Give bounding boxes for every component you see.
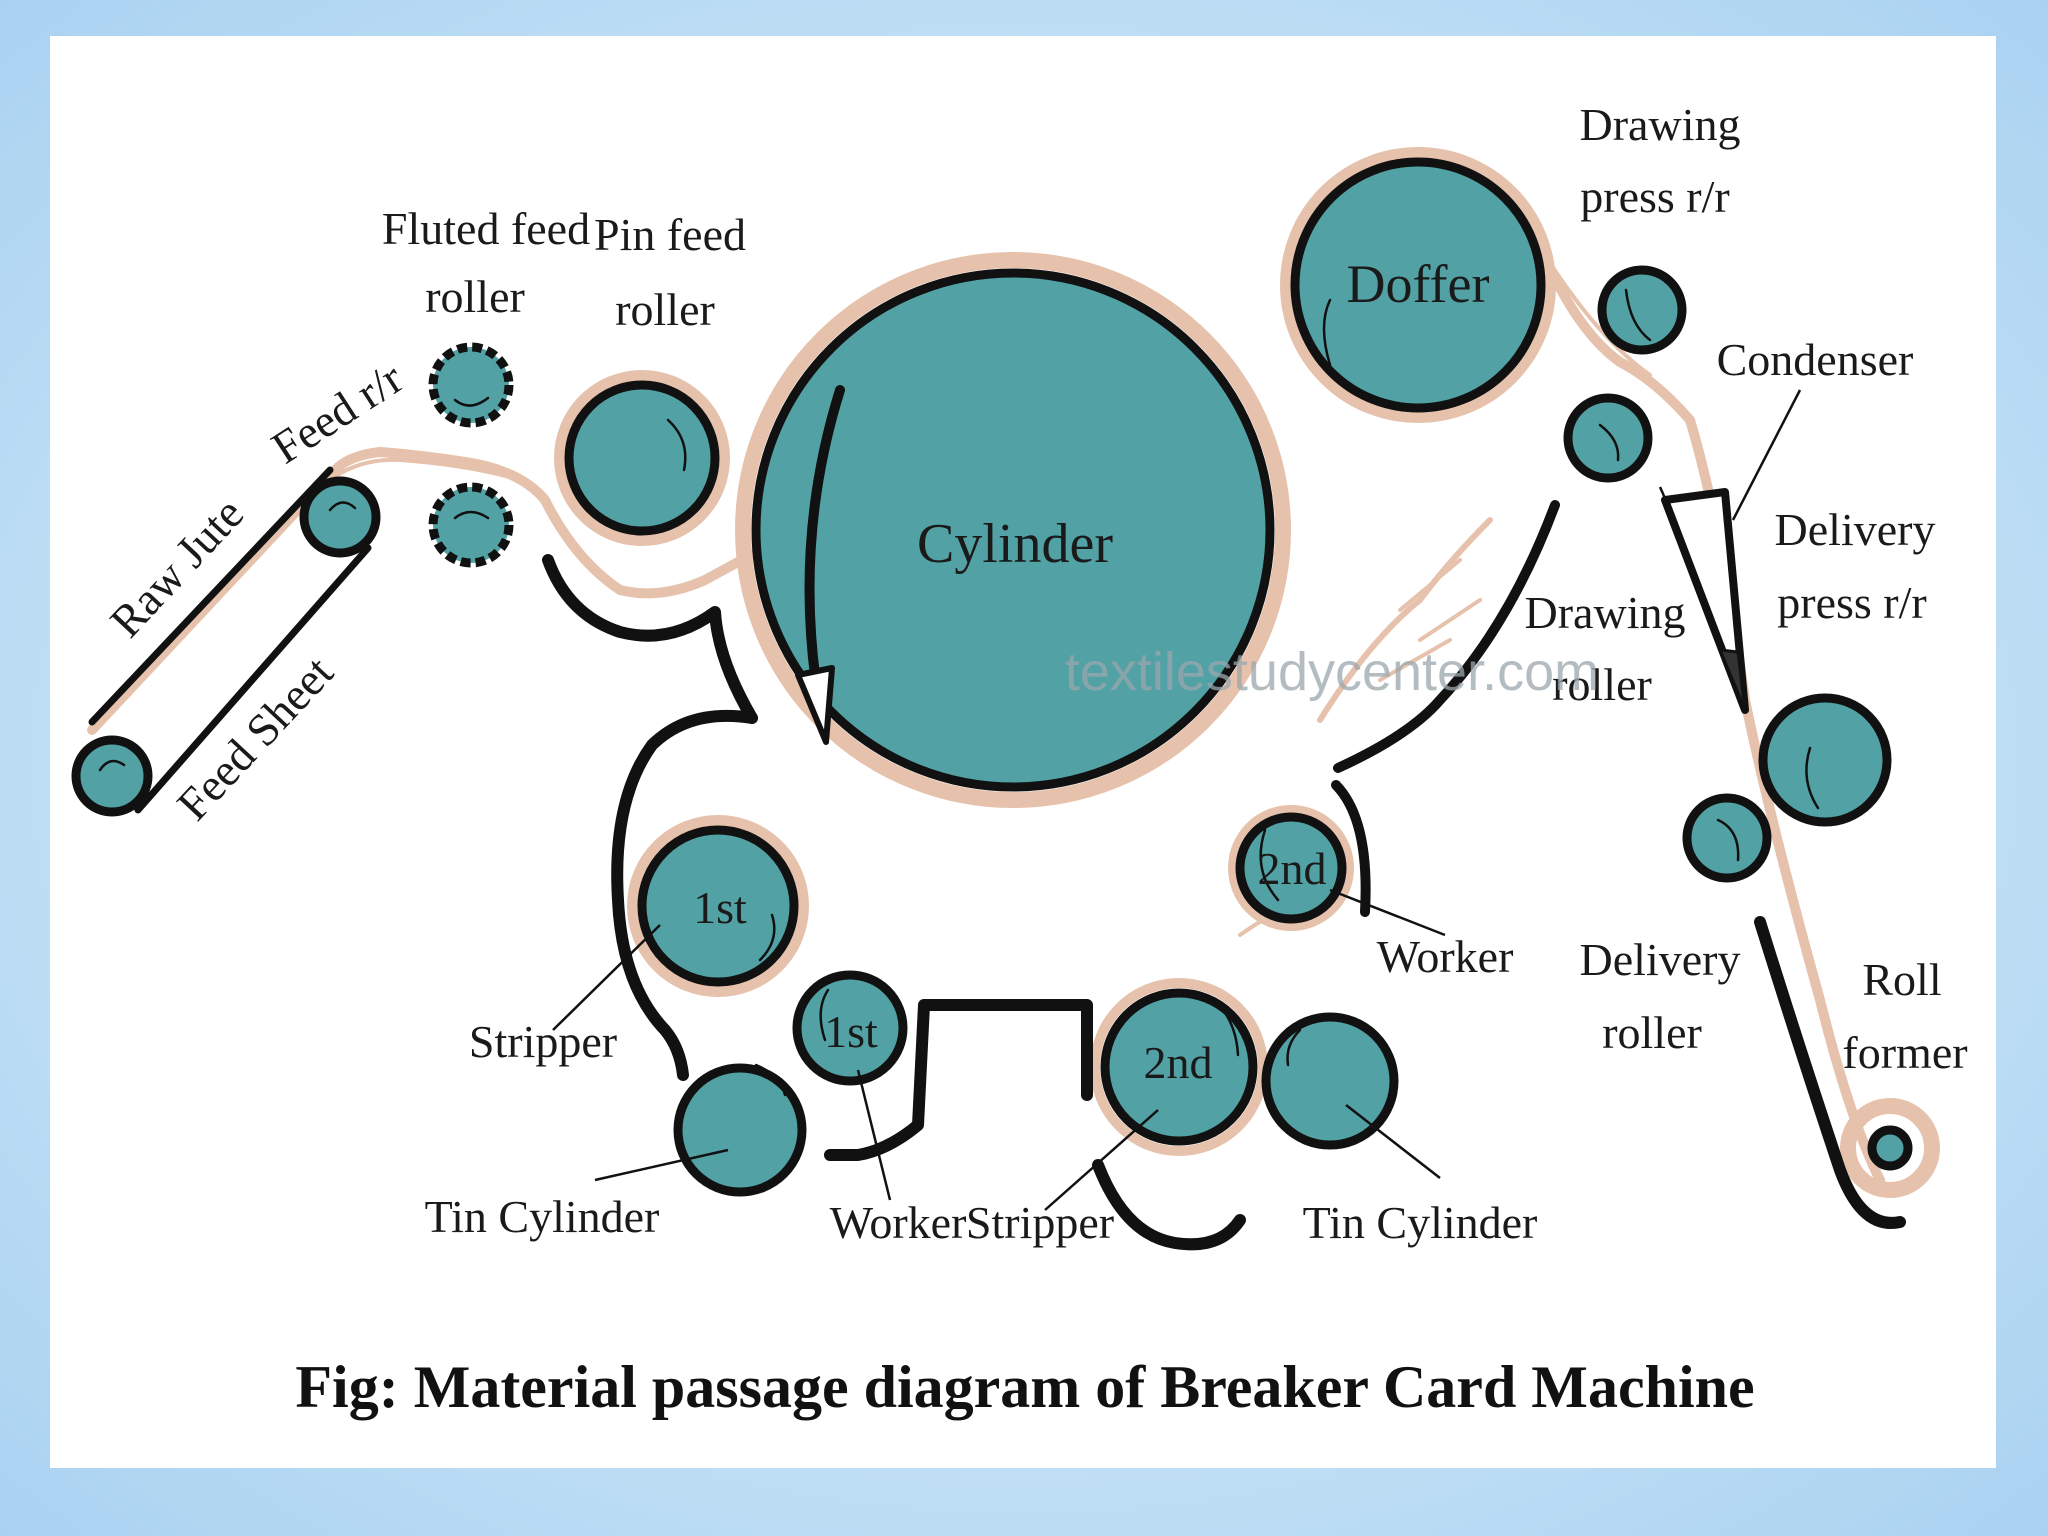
rollers xyxy=(71,157,1913,1197)
rotation-arrows xyxy=(98,288,1820,1097)
label-tin-cylinder-right: Tin Cylinder xyxy=(1303,1197,1538,1248)
leader-lines xyxy=(552,389,1802,1211)
label-delivery-roller-roller: roller xyxy=(1602,1007,1702,1058)
label-second-stripper-number: 2nd xyxy=(1144,1037,1213,1088)
label-condenser: Condenser xyxy=(1717,334,1914,385)
second-stripper-roller xyxy=(1100,988,1258,1146)
label-first-worker-number: 1st xyxy=(824,1006,878,1057)
label-drawing-press: Drawing xyxy=(1580,99,1741,150)
right-tin-cylinder xyxy=(1261,1012,1399,1150)
doffer xyxy=(1290,157,1546,413)
label-delivery-press-rr: press r/r xyxy=(1777,577,1926,628)
label-stripper-bottom: Stripper xyxy=(966,1197,1114,1248)
second-worker-roller xyxy=(1235,812,1347,924)
cylinder xyxy=(751,268,1275,792)
condenser xyxy=(1661,488,1749,714)
fluted-feed-roller-top xyxy=(428,342,514,428)
feed-roller xyxy=(299,476,381,558)
watermark: textilestudycenter.com xyxy=(1065,642,1599,702)
machine-covers xyxy=(88,466,1906,1251)
label-fluted-feed-roller: roller xyxy=(425,271,525,322)
drawing-press-roller xyxy=(1597,265,1687,355)
label-fluted-feed: Fluted feed xyxy=(382,203,590,254)
label-worker-right: Worker xyxy=(1377,931,1514,982)
label-stripper-left: Stripper xyxy=(469,1016,617,1067)
fluted-feed-roller-bottom xyxy=(428,482,514,568)
label-roll-former-former: former xyxy=(1842,1027,1967,1078)
label-first-stripper-number: 1st xyxy=(693,882,747,933)
label-drawing-roller: Drawing xyxy=(1525,587,1686,638)
label-delivery-press: Delivery xyxy=(1775,504,1936,555)
figure-caption: Fig: Material passage diagram of Breaker… xyxy=(295,1354,1754,1420)
first-stripper-roller xyxy=(637,825,799,987)
label-worker-bottom: Worker xyxy=(830,1197,967,1248)
label-drawing-press-rr: press r/r xyxy=(1580,171,1729,222)
label-pin-feed-roller: roller xyxy=(615,284,715,335)
left-tin-cylinder xyxy=(673,1063,807,1197)
label-pin-feed: Pin feed xyxy=(594,209,746,260)
drawing-roller xyxy=(1563,393,1653,483)
label-delivery-roller: Delivery xyxy=(1580,934,1741,985)
delivery-press-roller xyxy=(1758,693,1892,827)
label-roll-former: Roll xyxy=(1862,954,1941,1005)
label-tin-cylinder-left: Tin Cylinder xyxy=(425,1191,660,1242)
feed-sheet-back-roller xyxy=(71,735,153,817)
label-drawing-roller-roller: roller xyxy=(1552,659,1652,710)
label-doffer: Doffer xyxy=(1347,254,1490,314)
delivery-roller xyxy=(1682,793,1772,883)
roll-former xyxy=(1867,1125,1913,1171)
pin-feed-roller xyxy=(564,380,720,536)
label-cylinder: Cylinder xyxy=(917,513,1113,575)
label-second-worker-number: 2nd xyxy=(1258,843,1327,894)
